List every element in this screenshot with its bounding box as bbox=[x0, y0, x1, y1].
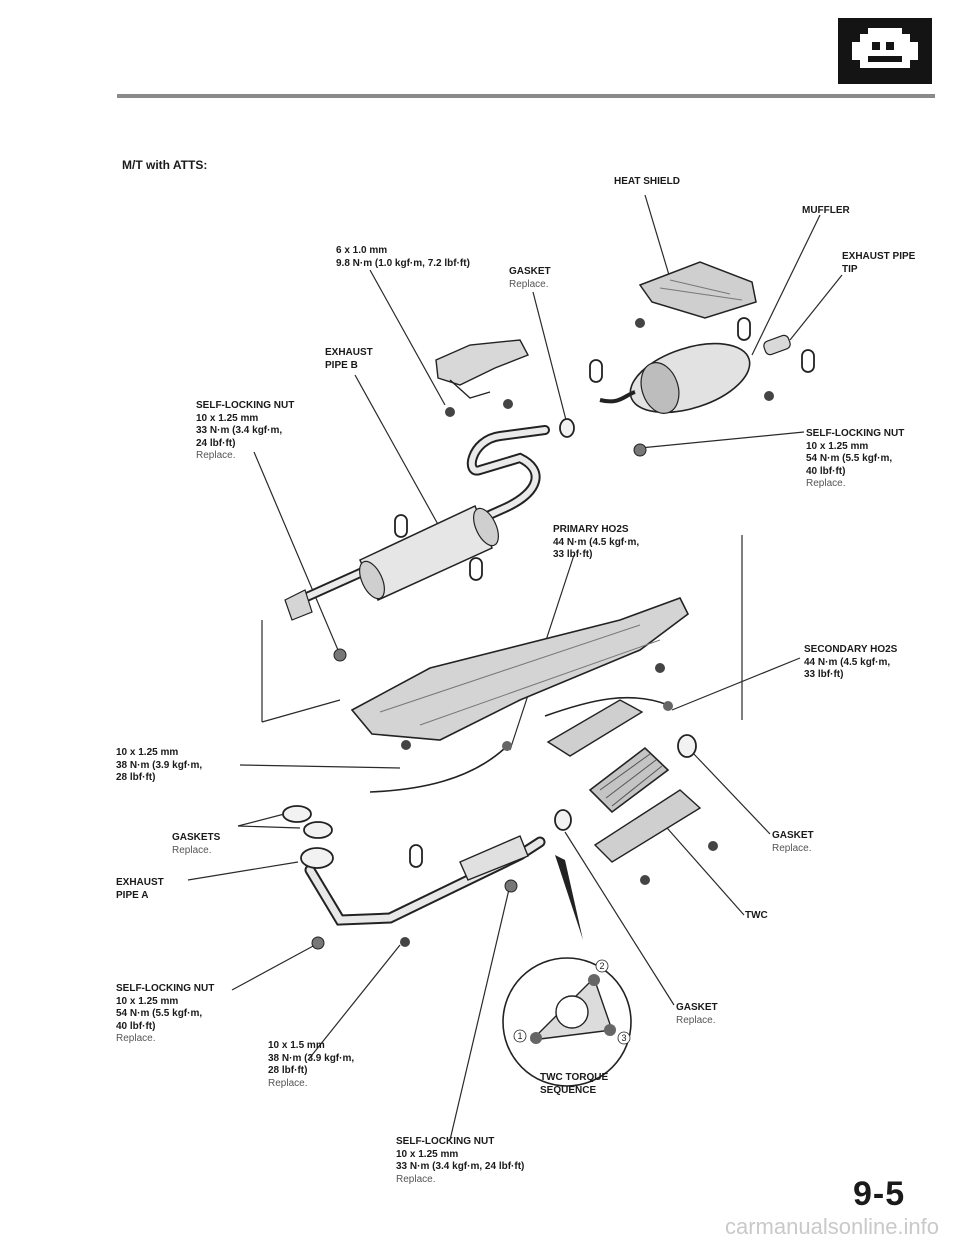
header-rule bbox=[117, 94, 935, 98]
sequence-number-1: 1 bbox=[517, 1031, 522, 1041]
label-bolt-6mm: 6 x 1.0 mm 9.8 N·m (1.0 kgf·m, 7.2 lbf·f… bbox=[336, 245, 470, 269]
section-badge bbox=[838, 18, 932, 84]
sequence-number-2: 2 bbox=[599, 961, 604, 971]
rubber-mounts bbox=[394, 317, 815, 868]
engine-icon bbox=[852, 28, 918, 68]
label-gasket-top: GASKET Replace. bbox=[509, 266, 551, 290]
exhaust-pipe-b bbox=[284, 425, 550, 621]
exhaust-tip bbox=[763, 334, 791, 356]
label-exhaust-pipe-tip: EXHAUST PIPE TIP bbox=[842, 251, 916, 275]
label-primary-ho2s: PRIMARY HO2S 44 N·m (4.5 kgf·m, 33 lbf·f… bbox=[553, 524, 640, 560]
twc-heat-shield-upper bbox=[546, 699, 644, 757]
label-bolt-15mm: 10 x 1.5 mm 38 N·m (3.9 kgf·m, 28 lbf·ft… bbox=[268, 1040, 355, 1089]
label-nut-right: SELF-LOCKING NUT 10 x 1.25 mm 54 N·m (5.… bbox=[806, 428, 905, 489]
label-exhaust-pipe-a: EXHAUST PIPE A bbox=[116, 877, 164, 901]
label-bolt-10mm: 10 x 1.25 mm 38 N·m (3.9 kgf·m, 28 lbf·f… bbox=[116, 747, 203, 783]
twc-heat-shield-lower bbox=[593, 789, 702, 863]
leader-lines bbox=[187, 194, 843, 1141]
watermark: carmanualsonline.info bbox=[725, 1214, 940, 1239]
label-nut-bottom: SELF-LOCKING NUT 10 x 1.25 mm 33 N·m (3.… bbox=[396, 1136, 525, 1185]
label-gasket-bottom: GASKET Replace. bbox=[676, 1002, 718, 1026]
heading: M/T with ATTS: bbox=[122, 158, 208, 172]
exhaust-pipe-a bbox=[304, 835, 546, 926]
label-twc-torque-sequence: TWC TORQUE SEQUENCE bbox=[540, 1072, 609, 1096]
label-gasket-right: GASKET Replace. bbox=[772, 830, 814, 854]
label-heat-shield: HEAT SHIELD bbox=[614, 176, 680, 187]
nuts bbox=[311, 443, 647, 950]
page-number: 9-5 bbox=[853, 1175, 906, 1213]
ho2s-sensors bbox=[369, 696, 673, 793]
bolts bbox=[400, 318, 774, 947]
bracket-b bbox=[435, 339, 529, 399]
label-exhaust-pipe-b: EXHAUST PIPE B bbox=[325, 347, 373, 371]
label-twc: TWC bbox=[745, 910, 768, 921]
label-secondary-ho2s: SECONDARY HO2S 44 N·m (4.5 kgf·m, 33 lbf… bbox=[804, 644, 898, 680]
gasket-rings bbox=[282, 418, 697, 869]
muffler bbox=[599, 342, 751, 414]
sequence-number-3: 3 bbox=[621, 1033, 626, 1043]
label-nut-left: SELF-LOCKING NUT 10 x 1.25 mm 33 N·m (3.… bbox=[196, 400, 295, 461]
heat-shield-top bbox=[638, 261, 757, 319]
torque-sequence-inset bbox=[502, 855, 632, 1087]
label-muffler: MUFFLER bbox=[802, 205, 850, 216]
twc bbox=[588, 746, 670, 814]
label-nut-bottom-left: SELF-LOCKING NUT 10 x 1.25 mm 54 N·m (5.… bbox=[116, 983, 215, 1044]
torque-sequence-numbers: 1 2 3 bbox=[513, 959, 631, 1045]
label-gaskets: GASKETS Replace. bbox=[172, 832, 221, 856]
heat-shield-long bbox=[350, 597, 690, 741]
